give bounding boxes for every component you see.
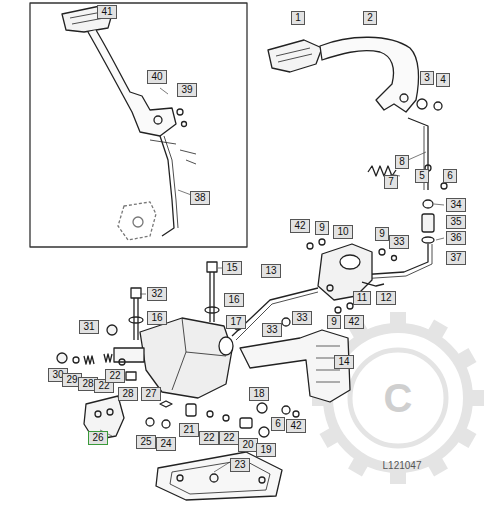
callout-number: 42	[344, 315, 363, 329]
callout-number: 4	[436, 73, 450, 87]
callout-number: 10	[333, 225, 352, 239]
callout-number: 16	[224, 293, 243, 307]
callout-number: 26	[88, 431, 107, 445]
callout-number: 21	[179, 423, 198, 437]
housing	[140, 318, 232, 398]
callout-number: 27	[141, 387, 160, 401]
callout-number: 9	[327, 315, 341, 329]
gear-tooth	[455, 348, 477, 370]
leader-lines	[100, 88, 444, 472]
bracket	[118, 202, 156, 240]
callout-number: 22	[219, 431, 238, 445]
callout-number: 28	[118, 387, 137, 401]
callout-number: 32	[147, 287, 166, 301]
bolt	[131, 288, 141, 340]
gear-tooth	[468, 390, 484, 406]
callout-number: 11	[353, 291, 371, 305]
callout-number: 40	[147, 70, 166, 84]
callout-number: 13	[261, 264, 280, 278]
callout-number: 7	[384, 175, 398, 189]
callout-number: 41	[97, 5, 116, 19]
callout-number: 12	[376, 291, 395, 305]
callout-number: 2	[363, 11, 377, 25]
callout-number: 24	[156, 437, 175, 451]
callout-number: 23	[230, 458, 249, 472]
lever	[320, 37, 418, 112]
callout-number: 8	[395, 155, 409, 169]
rod	[408, 118, 428, 190]
callout-number: 33	[262, 323, 281, 337]
callout-number: 1	[291, 11, 305, 25]
gear-tooth	[320, 426, 342, 448]
pedal-arm	[88, 30, 176, 136]
callout-number: 3	[420, 71, 434, 85]
callout-number: 25	[136, 435, 155, 449]
callout-number: 34	[446, 198, 465, 212]
gear-tooth	[426, 455, 448, 477]
callout-number: 14	[334, 355, 353, 369]
gasket	[156, 452, 282, 500]
gear-tooth	[390, 312, 406, 328]
callout-number: 9	[375, 227, 389, 241]
gear-tooth	[348, 455, 370, 477]
callout-number: 38	[190, 191, 209, 205]
callout-number: 9	[315, 221, 329, 235]
callout-number: 20	[238, 438, 257, 452]
rod	[160, 136, 174, 236]
callout-number: 39	[177, 83, 196, 97]
callout-number: 17	[226, 315, 245, 329]
callout-number: 33	[389, 235, 408, 249]
callout-number: 33	[292, 311, 311, 325]
callout-number: 6	[271, 417, 285, 431]
callout-number: 16	[147, 311, 166, 325]
callout-number: 6	[443, 169, 457, 183]
callout-number: 35	[446, 215, 465, 229]
callout-number: 18	[249, 387, 268, 401]
callout-number: 42	[290, 219, 309, 233]
callout-number: 31	[79, 320, 98, 334]
callout-number: 19	[256, 443, 275, 457]
gear-tooth	[455, 426, 477, 448]
callout-number: 36	[446, 231, 465, 245]
pedal-pad	[268, 40, 322, 72]
callout-number: 15	[222, 261, 241, 275]
inset-frame	[30, 3, 247, 247]
callout-number: 22	[105, 369, 124, 383]
gear-tooth	[426, 320, 448, 342]
callout-number: 37	[446, 251, 465, 265]
watermark: L121047	[380, 460, 425, 472]
watermark: C	[381, 376, 416, 420]
callout-number: 42	[286, 419, 305, 433]
callout-number: 22	[199, 431, 218, 445]
callout-number: 5	[415, 169, 429, 183]
